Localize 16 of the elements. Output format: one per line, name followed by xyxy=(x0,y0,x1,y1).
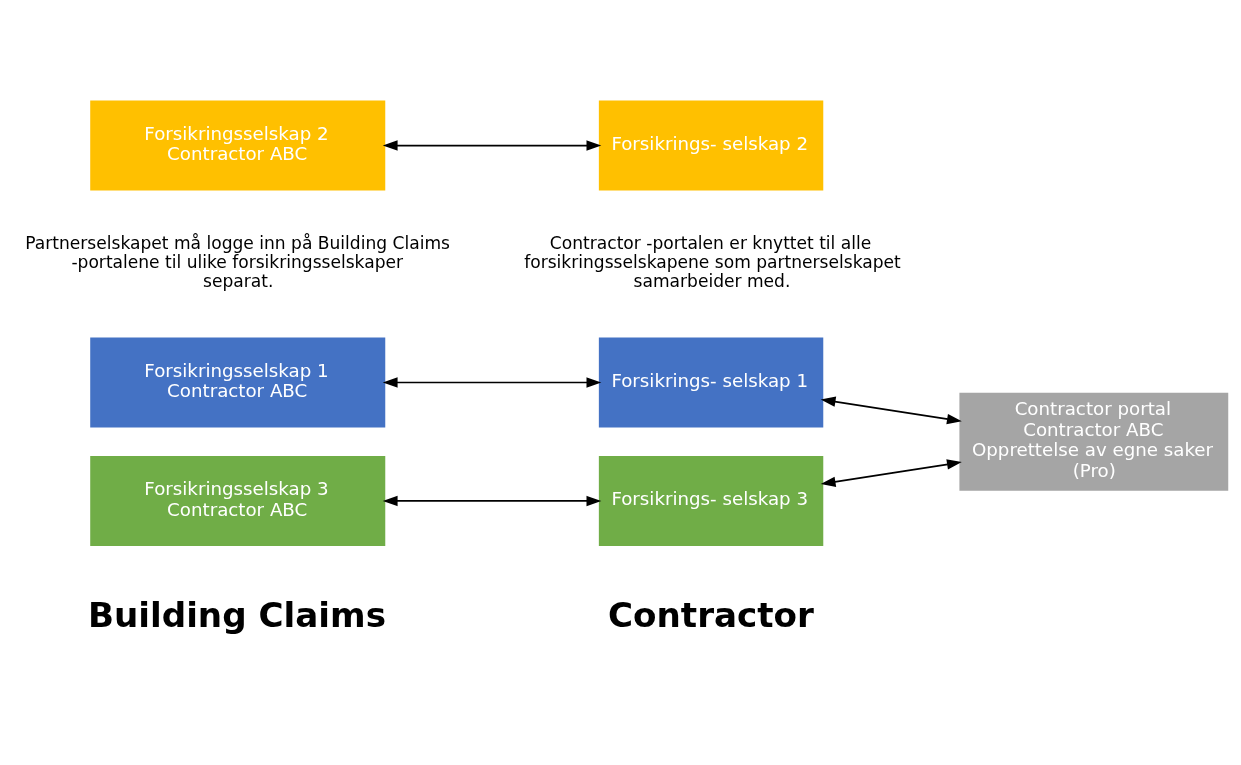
arrow xyxy=(820,396,962,425)
node-box: Forsikrings- selskap 3 xyxy=(598,456,824,546)
node-box: Forsikringsselskap 3 Contractor ABC xyxy=(90,456,386,546)
node-box: Forsikringsselskap 2 Contractor ABC xyxy=(90,100,386,191)
label: Partnerselskapet må logge inn på Building Claims -portalene til ulike forsikringsselskaper separat. xyxy=(25,232,450,292)
node-box: Contractor portal Contractor ABC Opprettelse av egne saker (Pro) xyxy=(959,392,1229,491)
label: Building Claims xyxy=(87,594,386,635)
arrow xyxy=(382,377,602,388)
arrow xyxy=(382,495,602,507)
arrow xyxy=(382,140,602,151)
node-box: Forsikrings- selskap 1 xyxy=(598,337,824,428)
label: Contractor xyxy=(607,594,814,635)
arrow xyxy=(820,459,962,487)
node-box: Forsikrings- selskap 2 xyxy=(598,100,824,191)
label: Contractor -portalen er knyttet til alle forsikringsselskapene som partnerselskapet samarbeider med. xyxy=(524,232,901,292)
node-box: Forsikringsselskap 1 Contractor ABC xyxy=(90,337,386,428)
